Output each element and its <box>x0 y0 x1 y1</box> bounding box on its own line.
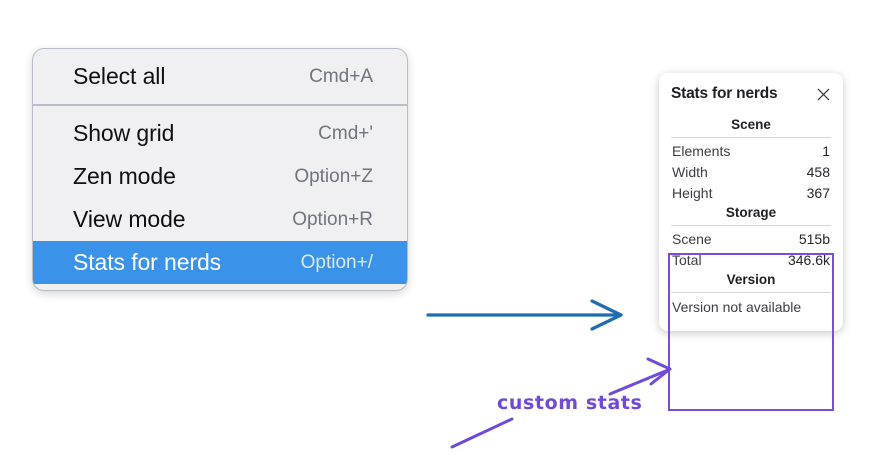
panel-header: Stats for nerds <box>671 85 831 103</box>
stat-value: 515b <box>798 230 830 247</box>
section-divider <box>671 137 831 138</box>
section-heading: Storage <box>725 205 777 220</box>
menu-item-select-all[interactable]: Select all Cmd+A <box>33 55 407 98</box>
menu-item-shortcut: Option+/ <box>300 251 373 273</box>
section-heading: Scene <box>731 117 771 132</box>
stat-value: 346.6k <box>787 251 830 268</box>
section-heading: Version <box>726 272 776 287</box>
stat-label: Total <box>672 251 702 268</box>
menu-item-label: View mode <box>73 206 186 232</box>
stat-label: Elements <box>672 142 731 159</box>
table-row: Total 346.6k <box>671 249 831 270</box>
stats-section-scene: Scene Elements 1 Width 458 Height 367 <box>671 115 831 203</box>
table-row: Width 458 <box>671 161 831 182</box>
custom-stats-annotation-label: custom stats <box>497 392 643 414</box>
stat-value: 367 <box>806 184 830 201</box>
version-value: Version not available <box>672 299 802 315</box>
table-row: Height 367 <box>671 182 831 203</box>
stats-for-nerds-panel: Stats for nerds Scene Elements 1 Width 4… <box>659 73 843 331</box>
menu-item-shortcut: Option+Z <box>294 165 373 187</box>
stat-value: 1 <box>822 142 830 159</box>
stat-label: Width <box>672 163 708 180</box>
purple-tail-annotation <box>450 417 514 449</box>
canvas-context-menu[interactable]: Select all Cmd+A Show grid Cmd+' Zen mod… <box>32 48 408 291</box>
blue-arrow-annotation <box>426 299 623 331</box>
stats-section-version: Version Version not available <box>671 270 831 317</box>
panel-title: Stats for nerds <box>671 85 778 102</box>
menu-item-zen-mode[interactable]: Zen mode Option+Z <box>33 155 407 198</box>
menu-item-label: Select all <box>73 63 166 89</box>
menu-item-view-mode[interactable]: View mode Option+R <box>33 198 407 241</box>
stat-label: Height <box>672 184 713 201</box>
menu-group-1: Select all Cmd+A <box>33 49 407 104</box>
stat-value: 458 <box>806 163 830 180</box>
menu-item-shortcut: Cmd+' <box>318 122 373 144</box>
table-row: Scene 515b <box>671 228 831 249</box>
menu-item-shortcut: Cmd+A <box>309 65 373 87</box>
menu-item-show-grid[interactable]: Show grid Cmd+' <box>33 112 407 155</box>
stat-label: Scene <box>672 230 712 247</box>
menu-item-shortcut: Option+R <box>292 208 373 230</box>
stats-section-storage: Storage Scene 515b Total 346.6k <box>671 203 831 270</box>
menu-item-label: Zen mode <box>73 163 176 189</box>
menu-item-label: Show grid <box>73 120 175 146</box>
section-divider <box>671 292 831 293</box>
table-row: Elements 1 <box>671 140 831 161</box>
menu-group-2: Show grid Cmd+' Zen mode Option+Z View m… <box>33 104 407 290</box>
purple-arrow-annotation <box>608 357 672 396</box>
menu-item-stats-for-nerds[interactable]: Stats for nerds Option+/ <box>33 241 407 284</box>
menu-item-label: Stats for nerds <box>73 249 222 275</box>
close-icon[interactable] <box>816 87 831 102</box>
section-divider <box>671 225 831 226</box>
